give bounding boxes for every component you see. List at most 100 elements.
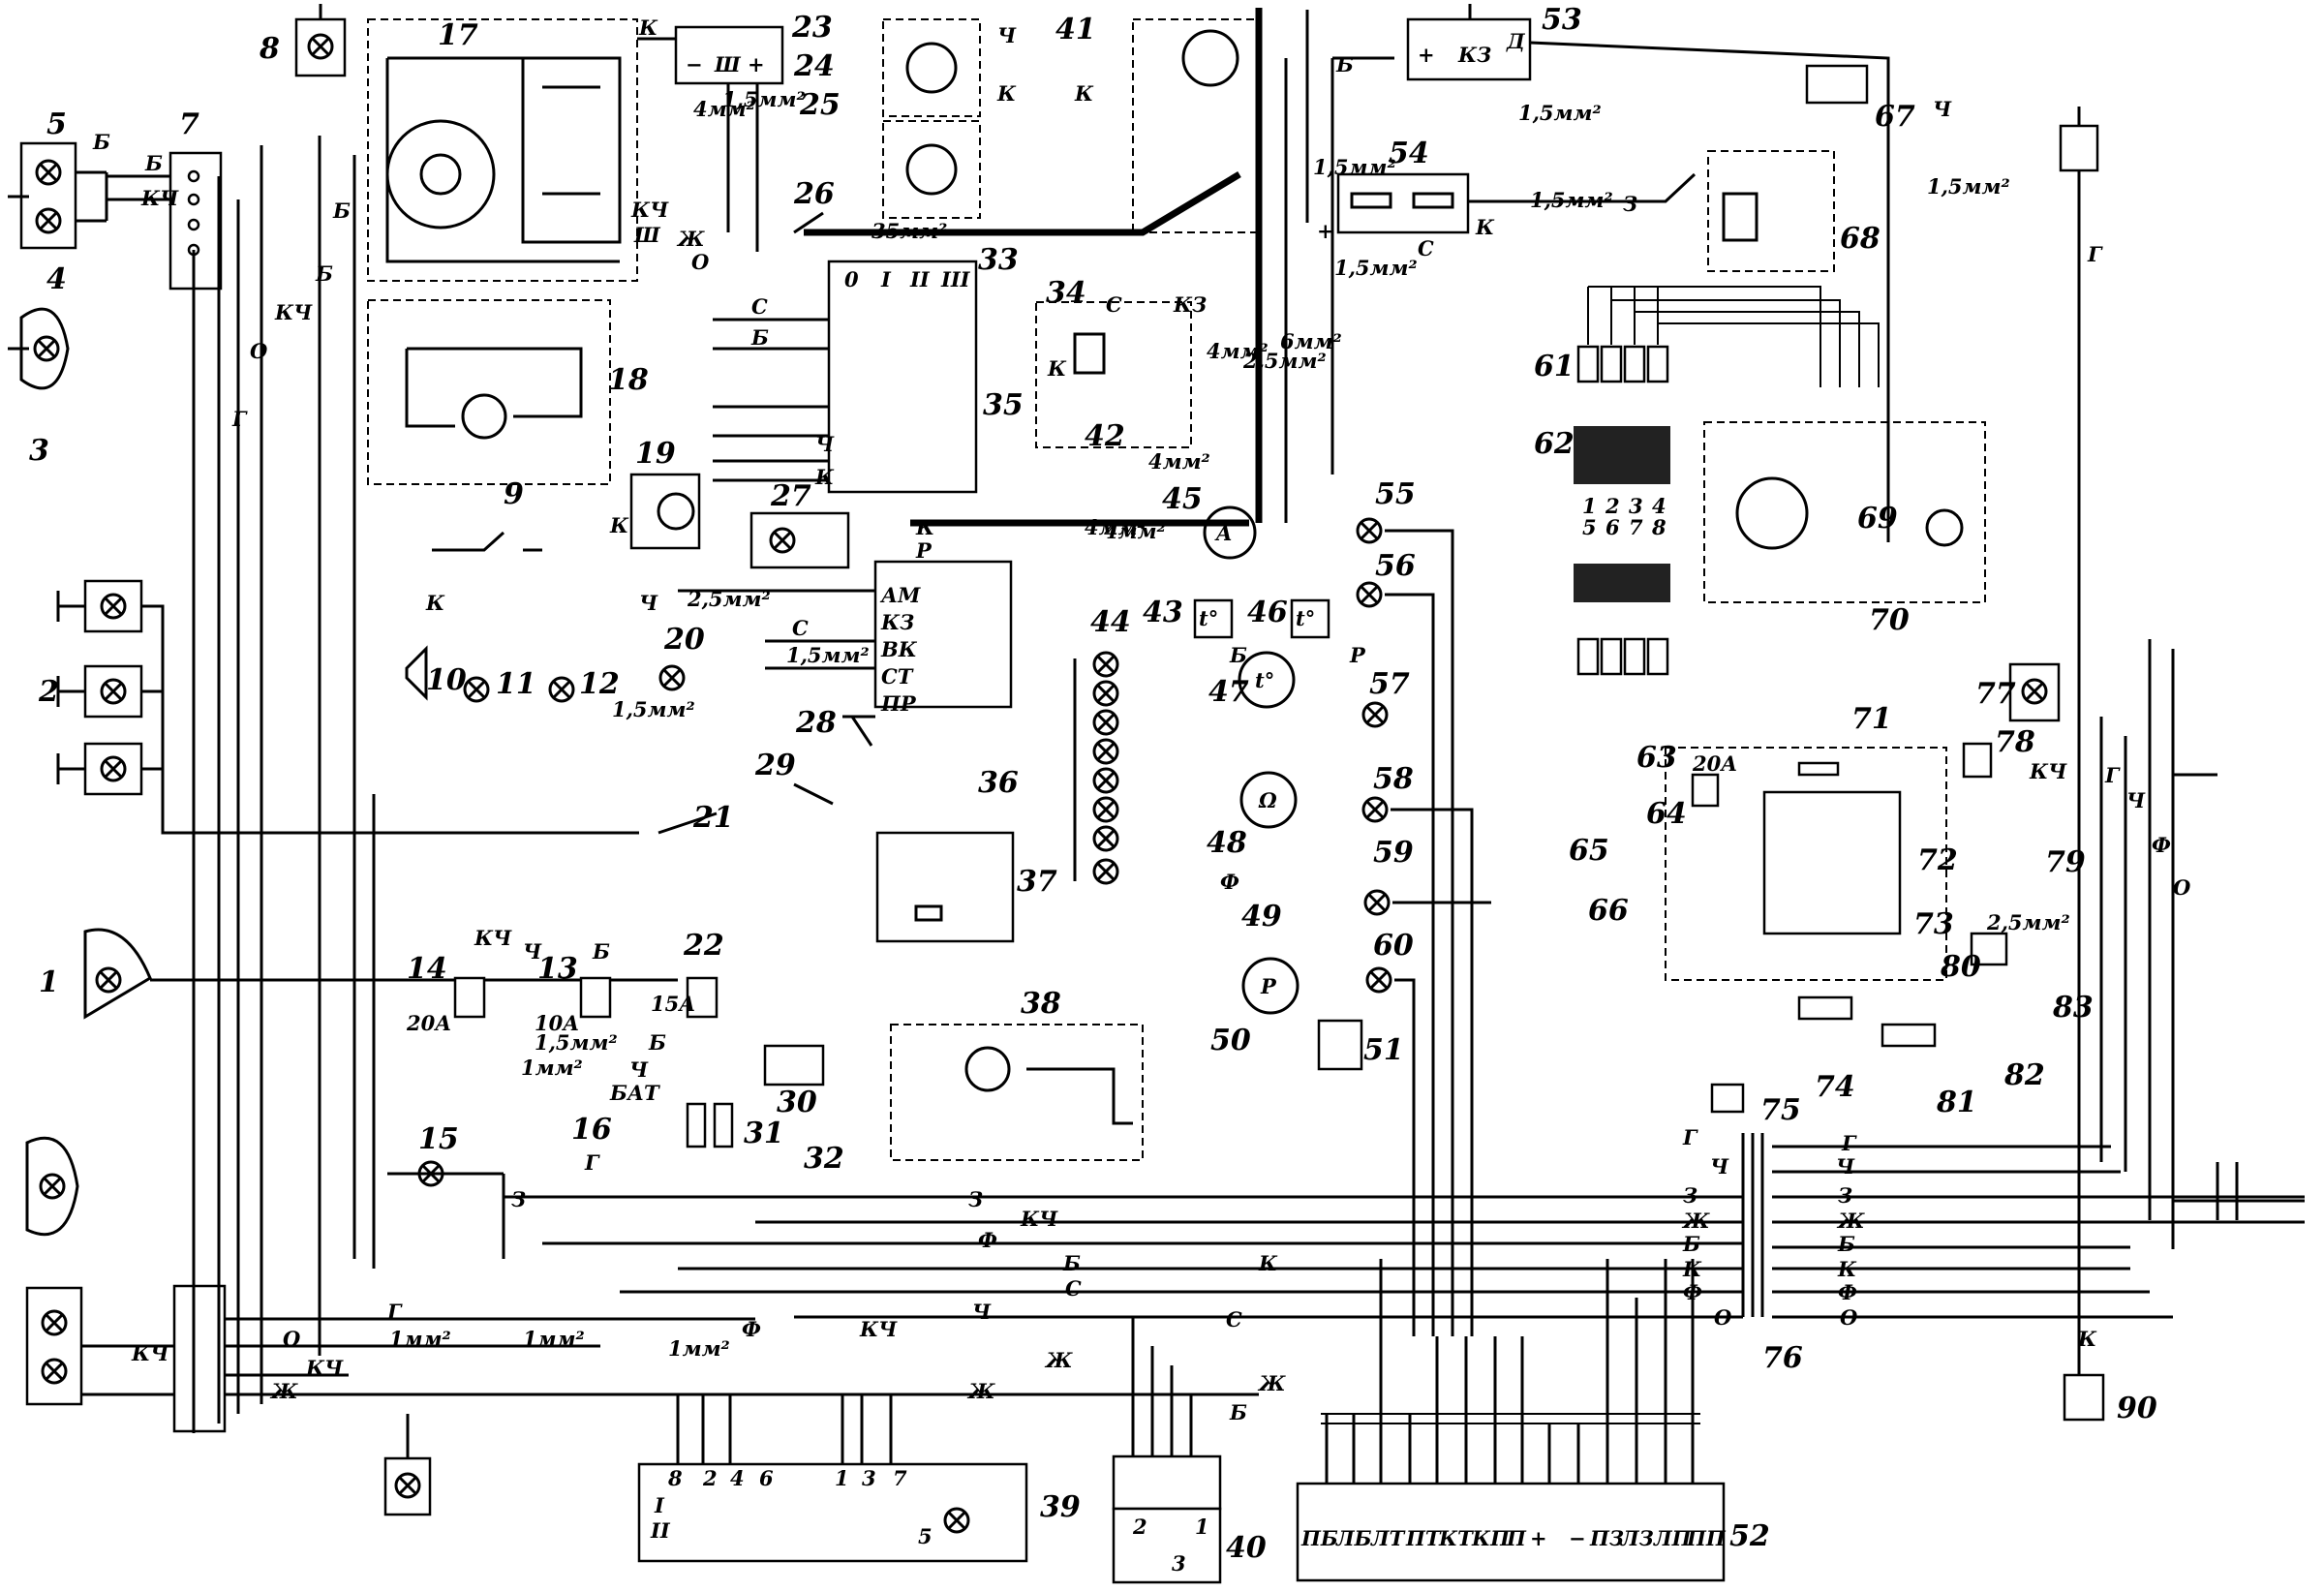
gauge-50-p: P (1260, 974, 1277, 998)
label-50: 50 (1210, 1024, 1251, 1057)
label-8: 8 (259, 32, 280, 66)
gauges (1193, 598, 1363, 1071)
label-17: 17 (438, 18, 478, 52)
fuse-31a (686, 1102, 707, 1148)
sec-1-5-fuse: 1,5мм² (535, 1030, 618, 1055)
label-5: 5 (46, 107, 67, 141)
switch-37 (875, 831, 1015, 943)
label-16: 16 (571, 1113, 612, 1147)
wire-b-mid2: Б (1229, 1400, 1247, 1424)
c39-3: 3 (862, 1466, 876, 1490)
sec-2-5-78: 2,5мм² (1986, 910, 2070, 934)
wire-g-right: Г (2087, 242, 2103, 266)
wire-k-90: К (2077, 1327, 2097, 1351)
sec-1-5-54b: 1,5мм² (1334, 256, 1418, 280)
label-67: 67 (1875, 100, 1915, 134)
r53-d: Д (1506, 29, 1526, 53)
label-9: 9 (504, 477, 524, 511)
wire-b-mid: Б (1062, 1251, 1081, 1275)
sec-1-5-r: 1,5мм² (1927, 174, 2010, 199)
wire-f-right: Ф (2152, 833, 2171, 857)
label-57: 57 (1369, 667, 1410, 701)
connector-76 (1741, 1133, 1764, 1317)
rear-left-lamps (25, 1136, 227, 1433)
wire-f-49: Ф (1220, 870, 1239, 894)
wire-b-5: Б (92, 130, 110, 154)
label-63: 63 (1636, 741, 1677, 775)
wire-kch-lower: КЧ (131, 1341, 169, 1365)
c39-1: 1 (835, 1466, 849, 1490)
ign-kz: КЗ (880, 610, 914, 634)
label-7: 7 (179, 107, 199, 141)
wire-o-left: О (250, 339, 268, 363)
wire-s-mid2: С (1226, 1307, 1242, 1332)
wire-zh-gen: Ж (676, 227, 705, 251)
wire-kch-7: КЧ (140, 186, 179, 210)
wire-z-54: З (1623, 192, 1637, 216)
fuse-20a: 20А (406, 1011, 451, 1035)
label-45: 45 (1162, 482, 1203, 516)
label-4: 4 (46, 262, 67, 296)
label-18: 18 (608, 363, 649, 397)
wire-ch-76r: Ч (1836, 1154, 1855, 1179)
label-11: 11 (496, 667, 536, 701)
label-60: 60 (1373, 929, 1414, 963)
meter-45-a: A (1214, 521, 1232, 545)
c39-ii: II (650, 1518, 671, 1543)
wire-kch-39: КЧ (859, 1317, 898, 1341)
wire-b-35: Б (750, 325, 769, 350)
wire-b-53: Б (1335, 52, 1354, 77)
wire-g-left: Г (231, 407, 248, 431)
wire-zh-mid: Ж (1044, 1348, 1073, 1372)
sec-4-36: 4мм² (1085, 515, 1147, 539)
k54-plus: + (1317, 219, 1334, 243)
label-51: 51 (1363, 1033, 1404, 1067)
relay-42 (1035, 301, 1192, 448)
k34-kz: КЗ (1173, 292, 1207, 317)
label-22: 22 (683, 929, 724, 963)
gauge-47-t: t° (1255, 668, 1274, 692)
c39-2: 2 (702, 1466, 718, 1490)
c39-5: 5 (918, 1524, 933, 1548)
sensor-43-t: t° (1199, 606, 1218, 630)
sec-4-reg: 4мм² (693, 97, 755, 121)
c40-2: 2 (1132, 1515, 1147, 1539)
label-53: 53 (1542, 3, 1582, 37)
sec-4-45: 4мм² (1148, 449, 1210, 474)
wire-o-76: О (1714, 1305, 1732, 1330)
wire-zh-76: Ж (1681, 1209, 1710, 1233)
wire-g-76: Г (1682, 1125, 1698, 1149)
cyl-7: 7 (1629, 515, 1643, 539)
label-20: 20 (663, 623, 705, 657)
wire-ch-22: Ч (629, 1057, 649, 1082)
wire-b-47: Б (1229, 643, 1247, 667)
r53-plus: + (1418, 43, 1435, 67)
wire-g-right2: Г (2104, 763, 2121, 787)
wire-k-mid: К (1258, 1251, 1278, 1275)
c39-8: 8 (667, 1466, 683, 1490)
c39-4: 4 (730, 1466, 745, 1490)
label-81: 81 (1936, 1086, 1977, 1119)
wire-ch-mid: Ч (972, 1300, 992, 1324)
wire-zh-mid2: Ж (966, 1379, 995, 1403)
fuse-block (453, 976, 719, 1019)
wire-ch-fuse: Ч (523, 939, 542, 964)
wire-k-18: К (609, 513, 629, 537)
wire-k-41a: К (996, 81, 1017, 106)
wire-z-76: З (1683, 1183, 1697, 1208)
label-62: 62 (1534, 427, 1575, 461)
label-19: 19 (635, 437, 676, 471)
sw35-pos-1: I (880, 267, 892, 291)
c52-pt: ПТ (1405, 1526, 1442, 1550)
label-44: 44 (1090, 605, 1131, 639)
label-40: 40 (1226, 1531, 1267, 1565)
label-56: 56 (1375, 549, 1416, 583)
r53-kz: КЗ (1457, 43, 1491, 67)
wire-zh-bottom: Ж (269, 1379, 298, 1403)
label-32: 32 (804, 1142, 844, 1176)
wire-zh-mid3: Ж (1257, 1371, 1286, 1395)
label-49: 49 (1241, 900, 1282, 934)
wire-b-left-top: Б (332, 199, 351, 223)
wire-s-mid: С (1065, 1276, 1082, 1301)
